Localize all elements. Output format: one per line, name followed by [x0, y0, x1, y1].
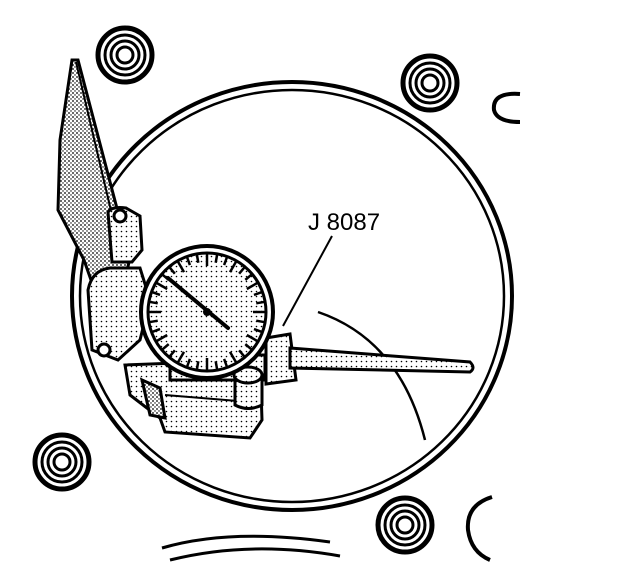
bolt-hole-top-right [400, 53, 460, 113]
dial-tick [156, 281, 168, 291]
dial-tick [246, 333, 258, 343]
dial-tick [195, 361, 200, 370]
dial-tick [244, 273, 253, 281]
dial-tick [238, 266, 246, 275]
dial-tick [185, 257, 192, 266]
dial-tick [149, 319, 158, 324]
dial-tick [152, 290, 161, 297]
dial-tick [156, 333, 168, 343]
dial-tick-marks [149, 254, 265, 370]
dial-tick [214, 254, 219, 263]
bolt-hole-bottom-right [375, 495, 435, 555]
dial-tick [246, 281, 258, 291]
dial-needle [166, 276, 230, 330]
dial-tick [244, 343, 253, 351]
plunger-knob [232, 365, 264, 410]
dial-tick [222, 257, 229, 266]
dial-tick [228, 261, 238, 273]
dial-tick [168, 266, 176, 275]
bolt-hole-top-left [95, 25, 155, 85]
dial-tick [253, 327, 262, 334]
dial-tick [222, 358, 229, 367]
adjacent-bore-arc-right-bottom [465, 495, 493, 562]
dial-tick [253, 290, 262, 297]
bolt-hole-bottom-left [32, 432, 92, 492]
gauge-handle-edge [75, 61, 113, 216]
gauge-handle [56, 58, 132, 302]
dial-tick [238, 349, 246, 358]
gauge-body [86, 206, 298, 440]
dial-tick [195, 254, 200, 263]
callout-leader [282, 235, 333, 327]
cylinder-bore [70, 80, 514, 512]
dial-tick [176, 351, 186, 363]
adjacent-bore-arc-bottom [161, 534, 331, 550]
dial-tick [176, 261, 186, 273]
tool-callout: J 8087 [282, 209, 380, 327]
adjacent-bore-arc-right-top [491, 91, 521, 124]
dial-indicator [139, 244, 275, 380]
dial-tick [214, 361, 219, 370]
gauge-contact-rod [288, 346, 475, 374]
dial-tick [228, 351, 238, 363]
dial-tick [256, 319, 265, 324]
dial-tick [149, 300, 158, 305]
dial-tick [161, 343, 170, 351]
bore-contact-arc [317, 310, 427, 441]
adjacent-bore-arc-bottom-2 [169, 547, 341, 562]
dial-tick [256, 300, 265, 305]
dial-pivot [203, 308, 211, 316]
tool-number-label: J 8087 [308, 209, 380, 236]
dial-tick [185, 358, 192, 367]
dial-tick [168, 349, 176, 358]
dial-tick [152, 327, 161, 334]
